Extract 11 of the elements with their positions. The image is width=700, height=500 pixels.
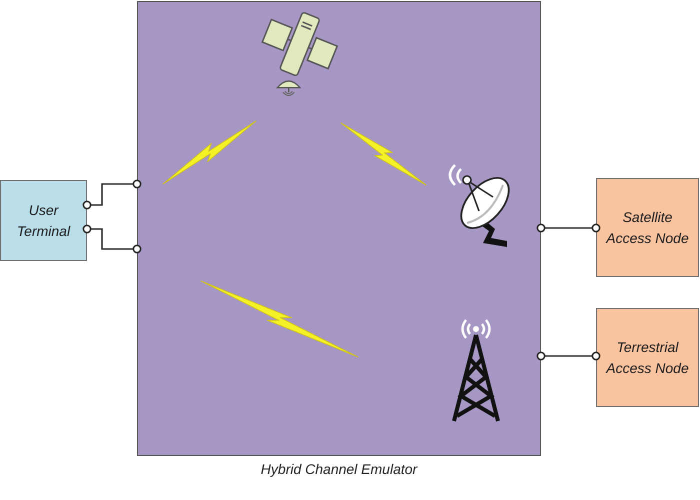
node-box bbox=[0, 180, 87, 261]
connector-line bbox=[536, 224, 600, 232]
box-caption: Hybrid Channel Emulator bbox=[260, 461, 418, 477]
connector-line bbox=[82, 180, 142, 210]
node-label: Terrestrial Access Node bbox=[604, 338, 690, 378]
connector-line bbox=[82, 224, 142, 254]
connector-line bbox=[536, 352, 600, 360]
node-label: Satellite Access Node bbox=[604, 208, 690, 248]
node-box bbox=[596, 178, 699, 277]
node-label: User Terminal bbox=[16, 200, 72, 240]
node-box bbox=[596, 308, 699, 407]
